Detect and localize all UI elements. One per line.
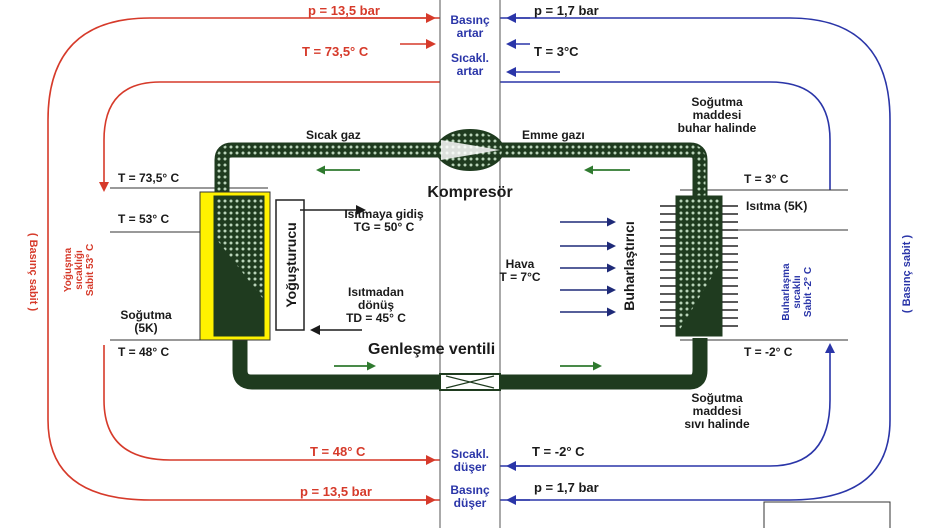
outer-hot-loop — [47, 17, 440, 501]
cold-pressure-bottom: p = 1,7 bar — [534, 480, 599, 495]
hot-temp-top: T = 73,5° C — [302, 44, 369, 59]
cold-pressure-constant: ( Basınç sabit ) — [901, 235, 913, 314]
evap-saturation: BuharlaşmasıcaklııSabit -2° C — [781, 263, 814, 321]
cond-saturation: YoğuşmasıcaklığıSabit 53° C — [63, 244, 96, 296]
cold-temp-top: T = 3°C — [534, 44, 579, 59]
hot-pressure-bottom: p = 13,5 bar — [300, 484, 372, 499]
suction-gas-label: Emme gazı — [522, 128, 585, 142]
hot-gas-label: Sıcak gaz — [306, 128, 361, 142]
hot-pressure-top: p = 13,5 bar — [308, 3, 380, 18]
cond-cooling: Soğutma(5K) — [120, 308, 172, 335]
inner-hot-loop-bottom — [103, 345, 440, 461]
condenser-channel — [275, 199, 305, 331]
cond-temp-in: T = 73,5° C — [118, 171, 179, 185]
temp-drops-label: Sıcakl.düşer — [451, 447, 489, 474]
compressor-label: Kompresör — [427, 184, 512, 201]
evaporator-label: Buharlaştırıcı — [621, 221, 637, 310]
pipe-suction-dots — [500, 144, 706, 196]
corner-box — [763, 501, 891, 528]
temp-rises-label: Sıcakl.artar — [451, 51, 489, 78]
expansion-valve-label: Genleşme ventili — [368, 341, 495, 358]
inner-hot-loop — [99, 81, 440, 192]
condenser-liquid — [214, 236, 264, 336]
pipe-hot-gas-dots — [216, 144, 440, 196]
cond-temp-out: T = 48° C — [118, 345, 169, 359]
air-arrows — [560, 217, 616, 317]
evaporator-fins-right — [722, 205, 738, 327]
evaporator-fins-left — [660, 205, 676, 327]
cold-pressure-top: p = 1,7 bar — [534, 3, 599, 18]
evap-temp-in: T = -2° C — [744, 345, 793, 359]
hot-temp-bottom: T = 48° C — [310, 444, 366, 459]
inner-cold-loop — [500, 81, 831, 190]
outer-cold-loop — [500, 17, 891, 501]
pipe-hot-gas — [214, 142, 440, 196]
inner-cold-loop-bottom — [500, 343, 835, 467]
evaporator-liquid — [676, 260, 722, 336]
pipe-suction — [500, 142, 708, 196]
evap-temp-out: T = 3° C — [744, 172, 789, 186]
expansion-valve-zigzag — [445, 375, 495, 389]
evap-heating: Isıtma (5K) — [746, 199, 807, 213]
condenser-label: Yoğuşturucu — [283, 222, 299, 307]
hot-pressure-constant: ( Basınç sabit ) — [27, 233, 39, 312]
compressor-wedge — [441, 140, 500, 160]
cold-temp-bottom: T = -2° C — [532, 444, 585, 459]
cond-temp-mid: T = 53° C — [118, 212, 169, 226]
